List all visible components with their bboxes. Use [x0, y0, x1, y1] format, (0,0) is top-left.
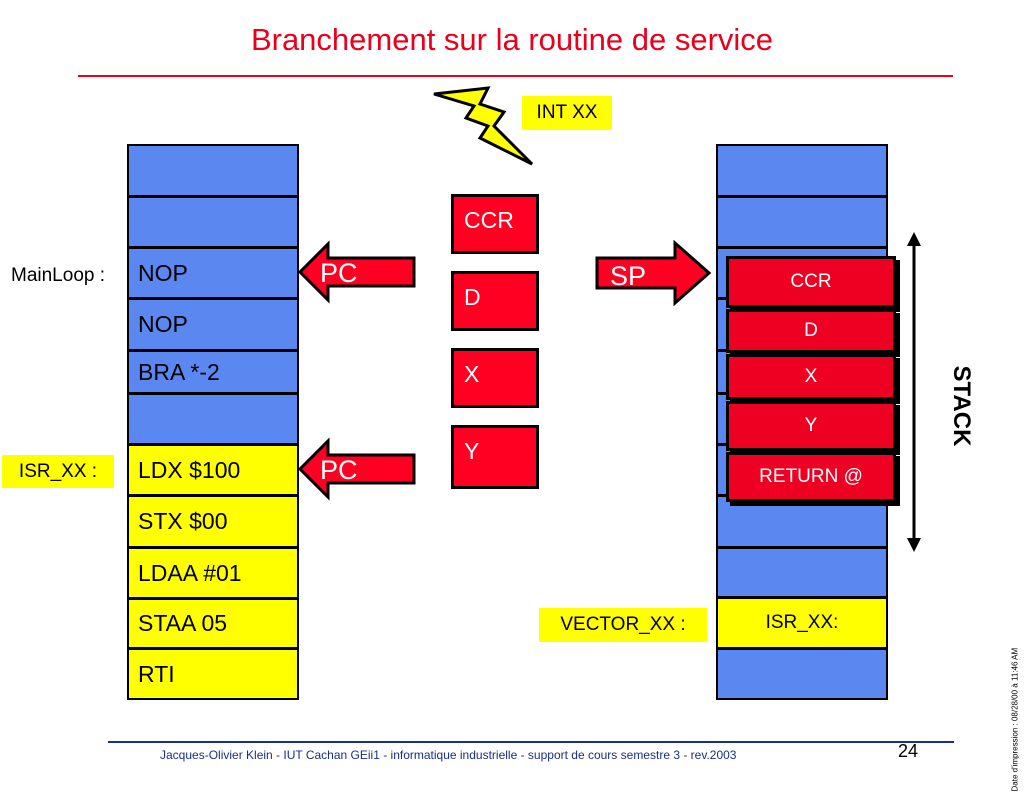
- memory-cell: [127, 196, 299, 248]
- memory-cell: [716, 144, 888, 197]
- stack-extent-arrow-icon: [907, 232, 921, 552]
- isr-label: ISR_XX :: [2, 455, 114, 488]
- mainloop-label: MainLoop :: [11, 265, 106, 286]
- footer-text: Jacques-Olivier Klein - IUT Cachan GEii1…: [160, 748, 737, 762]
- register-y: Y: [451, 425, 539, 489]
- stack-vertical-label: STACK: [948, 365, 975, 447]
- lightning-bolt-icon: [433, 86, 534, 166]
- memory-cell: BRA *-2: [127, 350, 299, 394]
- stack-frame-return-address: RETURN @: [726, 452, 896, 502]
- memory-cell: [716, 648, 888, 700]
- footer-divider: [108, 741, 954, 743]
- pc-arrow-label: PC: [320, 455, 358, 485]
- pc-arrow-icon: [297, 240, 416, 304]
- memory-cell: [716, 495, 888, 548]
- title-divider: [78, 75, 953, 77]
- sp-arrow-icon: [595, 240, 712, 306]
- memory-cell-isr: LDX $100: [127, 444, 299, 496]
- vector-label: VECTOR_XX :: [539, 608, 707, 642]
- vector-cell: ISR_XX:: [716, 597, 888, 649]
- memory-cell: [716, 196, 888, 248]
- slide-title: Branchement sur la routine de service: [250, 22, 774, 57]
- interrupt-label: INT XX: [522, 96, 612, 130]
- page-number: 24: [898, 741, 919, 761]
- register-d: D: [451, 271, 539, 331]
- memory-cell: STX $00: [127, 495, 299, 548]
- pc-arrow-label: PC: [320, 258, 358, 288]
- memory-cell: RTI: [127, 648, 299, 700]
- stack-frame-x: X: [726, 354, 896, 400]
- memory-cell-mainloop: NOP: [127, 247, 299, 299]
- stack-frame-ccr: CCR: [726, 256, 896, 308]
- pc-arrow-icon: [297, 437, 416, 501]
- stack-frame-d: D: [726, 309, 896, 353]
- memory-cell: NOP: [127, 298, 299, 351]
- memory-cell: LDAA #01: [127, 547, 299, 599]
- sp-arrow-label: SP: [610, 261, 647, 291]
- register-x: X: [451, 348, 539, 408]
- print-date: Date d'impression : 08/28/00 à 11:46 AM: [1010, 647, 1020, 792]
- memory-cell: [127, 144, 299, 197]
- memory-cell: [716, 547, 888, 598]
- memory-cell: [127, 393, 299, 445]
- register-ccr: CCR: [451, 194, 539, 254]
- stack-frame-y: Y: [726, 401, 896, 451]
- memory-cell: STAA 05: [127, 598, 299, 649]
